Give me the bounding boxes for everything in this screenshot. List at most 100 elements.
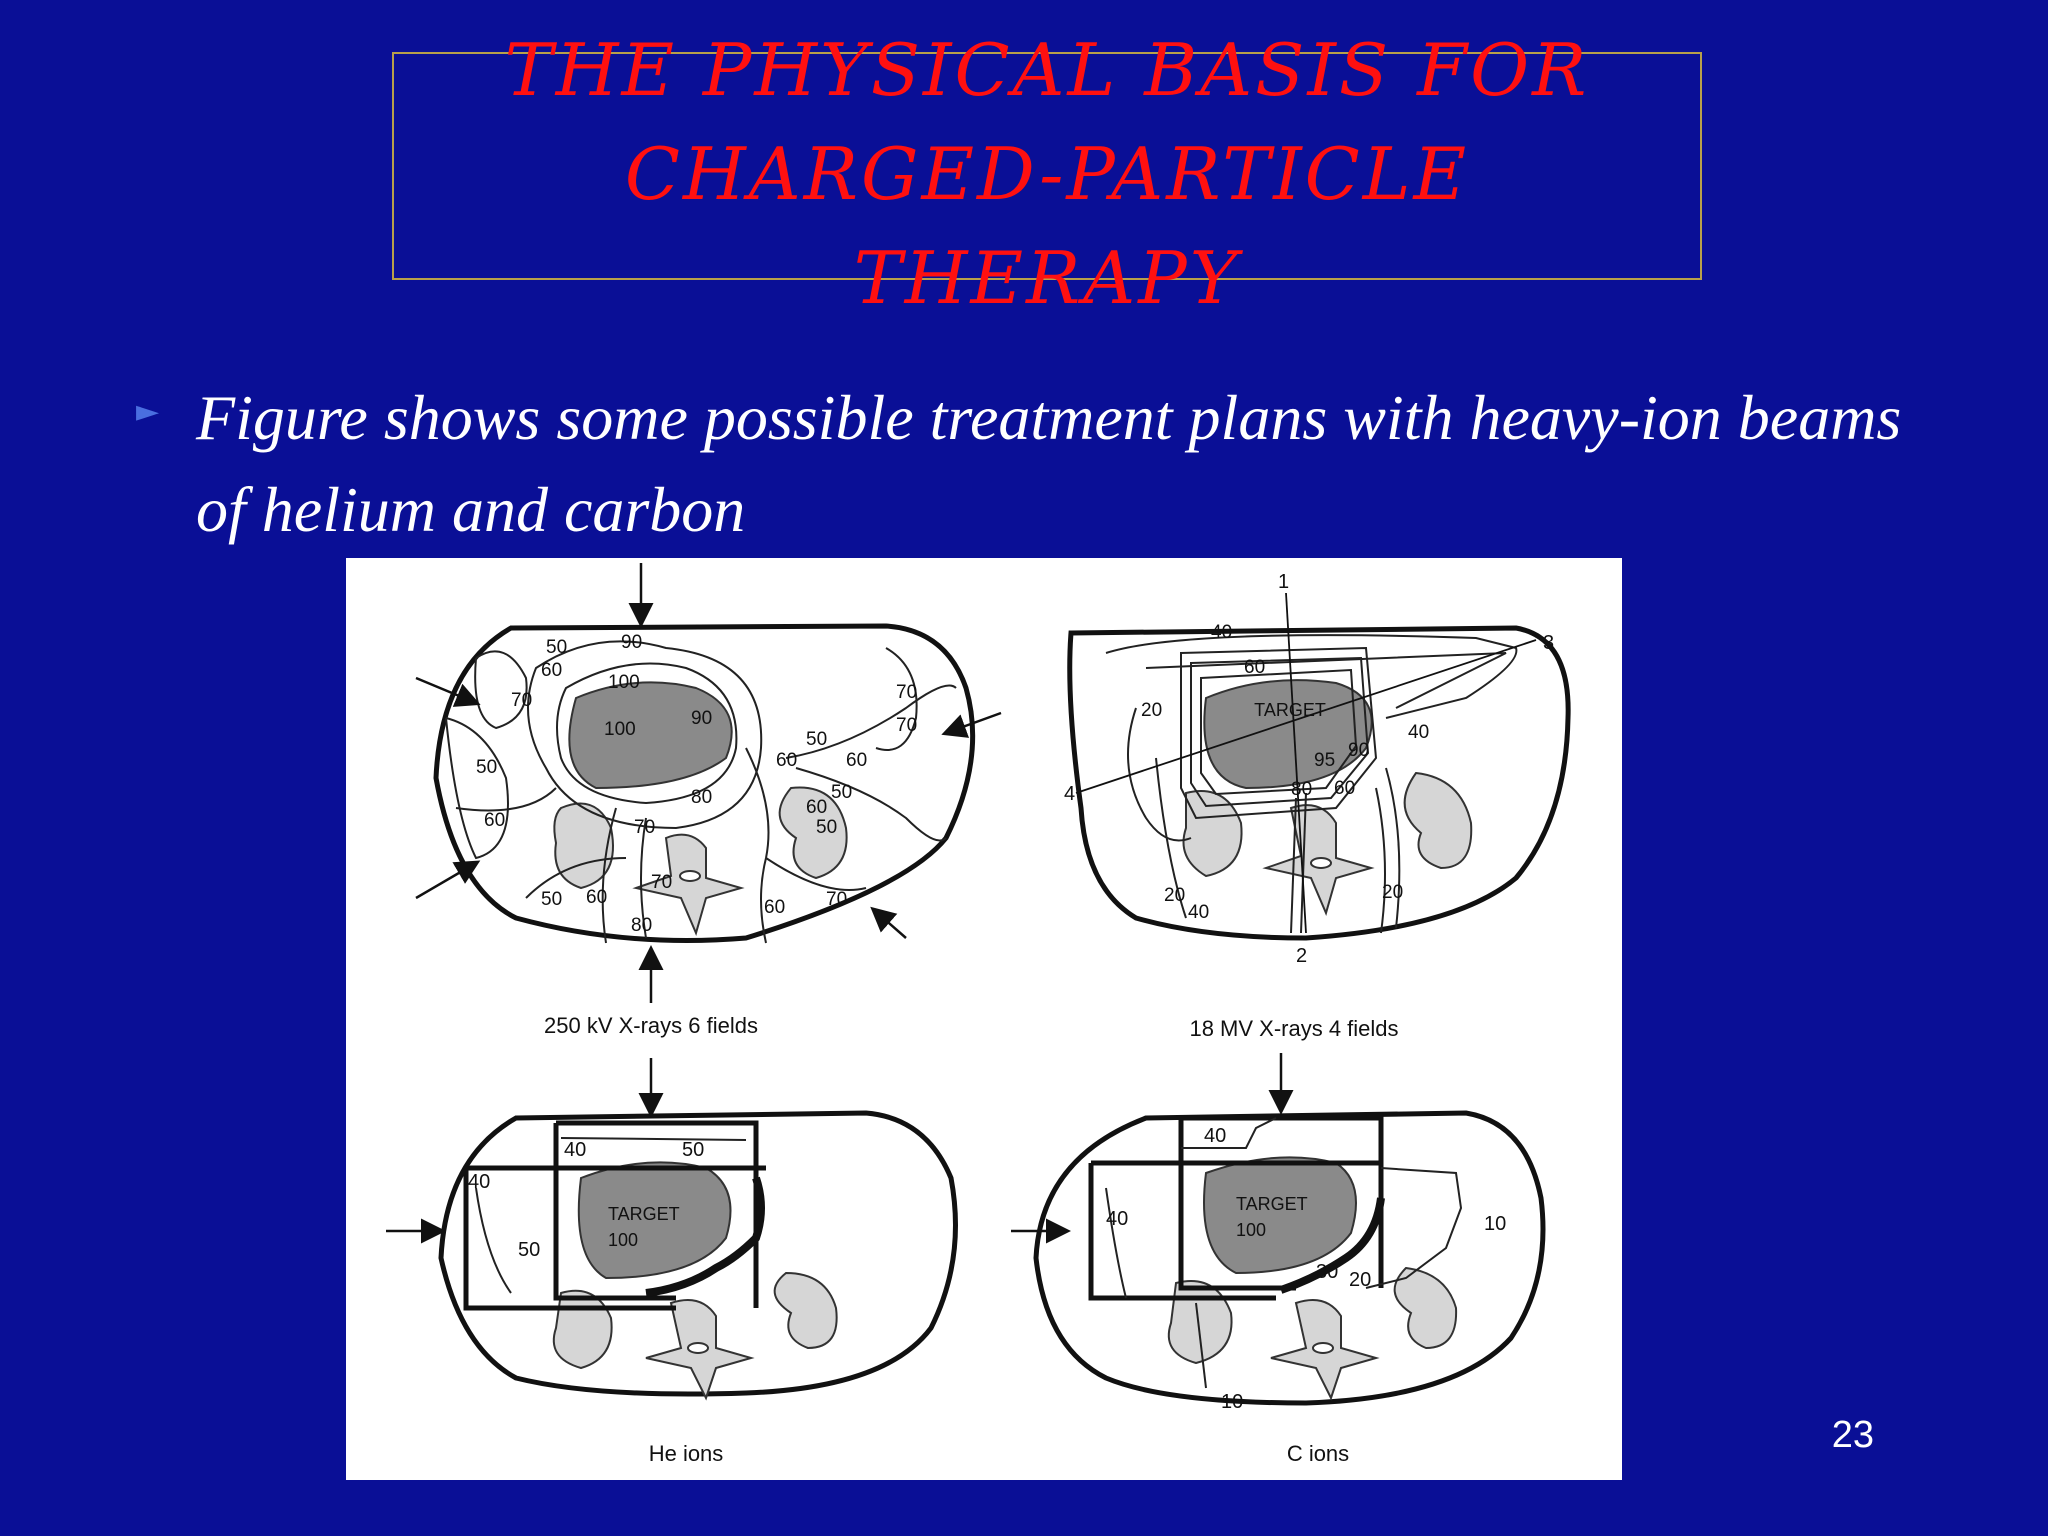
isodose-label: 60 [586,887,607,908]
isodose-label: 60 [1334,778,1355,799]
isodose-label: 10 [1221,1391,1243,1413]
beam-arrow [415,676,481,707]
isodose-label: 40 [1204,1125,1226,1147]
isodose-label: 60 [484,810,505,831]
isodose-label: 70 [651,872,672,893]
isodose-label: 60 [764,897,785,918]
isodose-label: 50 [518,1239,540,1261]
isodose-label: 90 [691,708,712,729]
organ-right [773,1271,838,1350]
isodose-label: 60 [1244,657,1265,678]
isodose-label: 40 [468,1171,490,1193]
treatment-plans-figure: 50 60 70 90 100 100 90 50 60 70 50 80 60… [346,558,1622,1480]
page-number: 23 [1831,1414,1874,1456]
title-line-1: THE PHYSICAL BASIS FOR [504,28,1590,112]
target-region [568,681,733,790]
bullet-item: ► Figure shows some possible treatment p… [136,372,1976,556]
organ-left [1167,1280,1233,1365]
isodose-label: 70 [634,817,655,838]
isodose-label: 70 [896,682,917,703]
isodose-label: 40 [1188,902,1209,923]
body-outline [1067,625,1571,941]
panel-caption: 18 MV X-rays 4 fields [1189,1016,1398,1041]
organ-right [1403,771,1473,870]
body-outline [438,1110,958,1397]
isodose-label: 80 [1291,779,1312,800]
isodose-label: 20 [1141,700,1162,721]
panel-250kv-xrays: 50 60 70 90 100 100 90 50 60 70 50 80 60… [415,563,1002,1038]
organ-left [553,802,614,890]
isodose-label: 40 [1106,1208,1128,1230]
spine [632,833,745,936]
isodose-label: 50 [476,757,497,778]
isodose-label: 20 [1349,1269,1371,1291]
beam-arrow [941,711,1002,738]
panel-caption: He ions [649,1441,724,1466]
isodose-label: 50 [541,889,562,910]
spinal-canal [1310,857,1332,869]
isodose-label: 60 [806,797,827,818]
panel-caption: 250 kV X-rays 6 fields [544,1013,758,1038]
isodose-label: 95 [1314,750,1335,771]
isodose-label: 90 [621,632,642,653]
beam-number: 3 [1543,632,1554,654]
isodose-label: 50 [831,782,852,803]
organ-right [778,786,848,880]
target-label: TARGET [608,1204,680,1224]
organ-left [1182,790,1243,878]
isodose-label: 60 [541,660,562,681]
isodose-label: 70 [896,715,917,736]
spinal-canal [679,870,701,882]
isodose-label: 80 [631,915,652,936]
target-region [1203,1156,1357,1275]
title-line-2: CHARGED-PARTICLE [624,132,1470,216]
panel-c-ions: TARGET 100 40 40 10 30 20 10 C ions [1011,1053,1546,1466]
triangle-bullet-icon: ► [136,394,160,429]
beam-number: 4 [1064,783,1075,805]
isodose-label: 20 [1382,882,1403,903]
isodose-label: 60 [776,750,797,771]
isodose-label: 50 [546,637,567,658]
beam-number: 1 [1278,571,1289,593]
isodose-label: 40 [564,1139,586,1161]
organ-left [552,1289,613,1370]
isodose-label: 40 [1408,722,1429,743]
isodose-label: 80 [691,787,712,808]
dose-fall-off-edge [645,1176,765,1297]
beam-line-1 [1285,592,1307,934]
isodose-label: 50 [806,729,827,750]
target-value: 100 [608,1230,638,1250]
target-label: TARGET [1236,1194,1308,1214]
isodose-label: 100 [604,719,636,740]
target-region [1203,679,1373,790]
target-region [577,1161,732,1280]
isodose-label: 10 [1484,1213,1506,1235]
target-label: TARGET [1254,700,1326,720]
isodose-label: 70 [511,690,532,711]
isodose-label: 50 [682,1139,704,1161]
beam-arrow [870,906,907,939]
body-outline [1033,1110,1546,1406]
beam-arrow [415,860,481,900]
isodose-label: 90 [1348,740,1369,761]
isodose-label: 20 [1164,885,1185,906]
bullet-text: Figure shows some possible treatment pla… [196,382,1902,545]
panel-caption: C ions [1287,1441,1349,1466]
isodose-label: 100 [608,672,640,693]
isodose-label: 60 [846,750,867,771]
isodose-label: 50 [816,817,837,838]
beam-line-3 [1075,639,1537,794]
target-value: 100 [1236,1220,1266,1240]
panel-he-ions: TARGET 100 40 50 40 50 He ions [386,1058,958,1466]
isodose-label: 30 [1316,1261,1338,1283]
spinal-canal [687,1342,709,1354]
dose-fall-off-edge [1279,1197,1385,1294]
beam-number: 2 [1296,945,1307,967]
title-line-3: THERAPY [853,236,1241,320]
title-frame [392,52,1702,280]
isodose-label: 70 [826,889,847,910]
spinal-canal [1312,1342,1334,1354]
panel-18mv-xrays: 1 2 3 4 TARGET 40 60 20 95 90 80 60 40 2… [1064,571,1571,1041]
isodose-label: 40 [1211,622,1232,643]
slide-title: THE PHYSICAL BASIS FOR CHARGED-PARTICLE … [392,18,1702,330]
